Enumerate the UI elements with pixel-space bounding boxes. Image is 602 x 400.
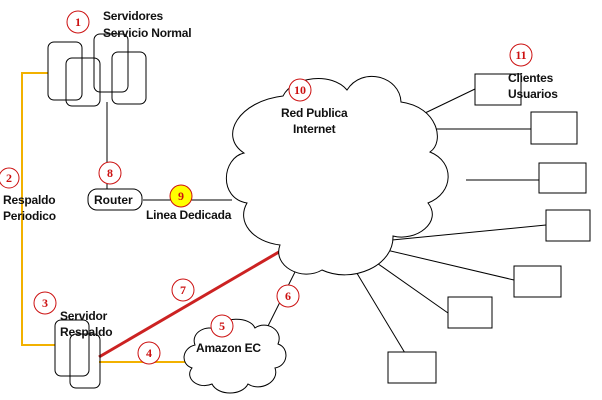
client-box [387,351,437,384]
svg-text:1: 1 [75,15,81,29]
periodic-backup-label-line2: Periodico [3,209,56,223]
periodic-backup-link [21,72,55,346]
badge-10: 10 [288,78,312,102]
badge-8: 8 [98,161,122,185]
normal-servers-icon [47,33,147,107]
backup-server-label-line1: Servidor [60,309,108,323]
svg-text:3: 3 [42,296,48,310]
svg-text:5: 5 [219,319,225,333]
badge-7: 7 [171,278,195,302]
periodic-backup-label-line1: Respaldo [3,193,56,207]
badge-3: 3 [33,291,57,315]
backup-server-icon [54,319,101,389]
client-box [538,162,587,194]
client-box [447,296,493,329]
client-box [513,265,562,298]
badge-11: 11 [509,43,533,67]
badge-5: 5 [210,314,234,338]
clients-label-line1: Clientes [508,71,554,85]
amazon-cloud [183,318,287,394]
svg-text:8: 8 [107,166,113,180]
client-boxes [387,73,591,384]
client-box [474,73,522,106]
badge-2: 2 [0,167,20,189]
svg-text:6: 6 [285,289,291,303]
svg-text:9: 9 [178,189,184,203]
amazon-label: Amazon EC [196,341,261,355]
router-label: Router [94,193,133,207]
clients-label-line2: Usuarios [508,87,558,101]
badge-9: 9 [169,184,193,208]
internet-label-line1: Red Publica [281,106,348,120]
client-box [545,209,591,242]
normal-servers-label-line2: Servicio Normal [103,26,192,40]
periodic-backup-label: Respaldo Periodico [3,193,56,223]
svg-text:4: 4 [146,346,152,360]
normal-servers-label-line1: Servidores [103,9,164,23]
clients-label: Clientes Usuarios [508,71,558,101]
badge-1: 1 [66,10,90,34]
badge-4: 4 [137,341,161,365]
client-box [530,111,578,145]
internet-label: Red Publica Internet [281,106,348,136]
svg-text:7: 7 [180,283,186,297]
internet-cloud [225,75,449,276]
dedicated-line-label: Linea Dedicada [146,208,232,222]
internet-label-line2: Internet [293,122,336,136]
svg-text:2: 2 [6,171,12,185]
svg-text:10: 10 [294,83,306,97]
direct-internet-link [98,240,297,359]
svg-text:11: 11 [515,48,526,62]
backup-server-label: Servidor Respaldo [60,309,113,339]
normal-servers-label: Servidores Servicio Normal [103,9,192,40]
badge-6: 6 [276,284,300,308]
backup-server-label-line2: Respaldo [60,325,113,339]
router-box [87,188,143,211]
